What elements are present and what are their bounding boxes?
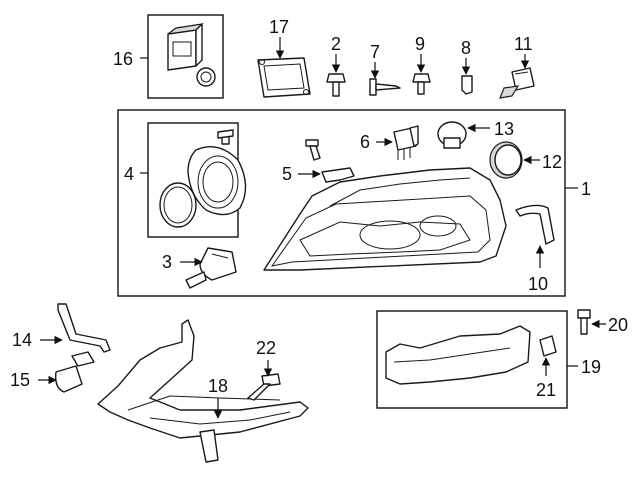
callout-10: 10 <box>528 274 548 294</box>
screw-inside-assembly[interactable] <box>305 139 321 161</box>
callout-9: 9 <box>415 34 425 54</box>
leveling-motor-part[interactable] <box>185 247 237 289</box>
vent-hose-part[interactable] <box>57 303 111 353</box>
adjuster-housing-part[interactable] <box>159 129 247 228</box>
callout-1: 1 <box>581 179 591 199</box>
clip-part-5[interactable] <box>321 167 355 183</box>
bolt-part-9[interactable] <box>412 73 431 95</box>
socket-bulb-part-11[interactable] <box>499 67 535 99</box>
callout-12: 12 <box>542 152 562 172</box>
callout-17: 17 <box>269 17 289 37</box>
callout-22: 22 <box>256 338 276 358</box>
bracket-frame <box>376 310 568 409</box>
callout-15: 15 <box>10 370 30 390</box>
bolt-part-2[interactable] <box>326 73 346 97</box>
headlamp-assembly-part[interactable] <box>263 167 507 271</box>
callout-4: 4 <box>124 164 134 184</box>
callout-3: 3 <box>162 252 172 272</box>
clip-part-21[interactable] <box>539 335 557 357</box>
bolt-part-20[interactable] <box>577 309 591 335</box>
headlamp-assembly-frame <box>117 109 566 297</box>
callout-13: 13 <box>494 119 514 139</box>
connector-part-15[interactable] <box>54 351 95 393</box>
callout-21: 21 <box>536 380 556 400</box>
bulb-part-13[interactable] <box>437 121 467 149</box>
light-guide-part-10[interactable] <box>515 204 555 245</box>
connector-part-6[interactable] <box>393 125 419 160</box>
callout-19: 19 <box>581 357 601 377</box>
callout-16: 16 <box>113 49 133 69</box>
callout-2: 2 <box>331 34 341 54</box>
callout-7: 7 <box>370 42 380 62</box>
screw-part-7[interactable] <box>369 78 401 96</box>
callout-20: 20 <box>608 315 628 335</box>
callout-8: 8 <box>461 38 471 58</box>
callout-18: 18 <box>208 376 228 396</box>
control-module-part[interactable] <box>257 57 311 98</box>
callout-6: 6 <box>360 132 370 152</box>
mounting-bracket-part[interactable] <box>97 319 309 463</box>
bracket-part-19[interactable] <box>385 325 531 385</box>
bolt-part-22[interactable] <box>247 373 281 401</box>
ballast-control-unit-part[interactable] <box>167 23 216 87</box>
callout-5: 5 <box>282 164 292 184</box>
dust-cap-part-12[interactable] <box>489 141 523 179</box>
ballast-kit-frame <box>147 14 224 99</box>
bulb-part-8[interactable] <box>461 75 473 95</box>
callout-14: 14 <box>12 330 32 350</box>
callout-11: 11 <box>514 34 533 54</box>
